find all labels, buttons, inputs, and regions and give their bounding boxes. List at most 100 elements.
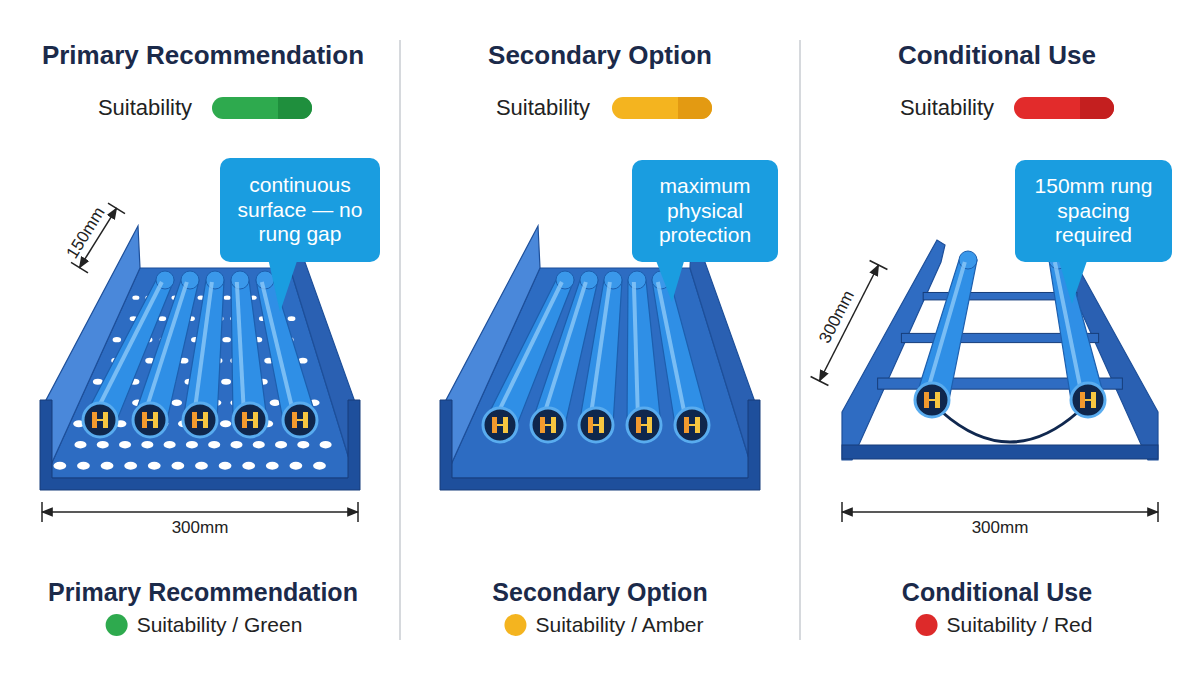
conductor	[92, 412, 97, 428]
perforation	[124, 462, 137, 470]
tray-profile	[440, 400, 760, 490]
cable-end	[627, 408, 661, 442]
legend-entry: Suitability / Green	[106, 613, 303, 637]
suitability-label: Suitability	[496, 95, 590, 121]
perforation	[219, 462, 232, 470]
conductor	[292, 412, 297, 428]
perforation	[288, 316, 296, 321]
conductor	[695, 417, 700, 433]
callout-bubble: maximum physical protection	[632, 160, 778, 262]
conductor	[303, 412, 308, 428]
dimension-label: 300mm	[972, 518, 1029, 538]
conductor	[103, 412, 108, 428]
perforation	[297, 441, 309, 448]
perforation	[171, 462, 184, 470]
cable-end	[675, 408, 709, 442]
perforation	[164, 441, 176, 448]
conductor-link	[1085, 399, 1091, 401]
conductor-link	[497, 424, 503, 426]
suitability-bar-shade	[278, 97, 312, 119]
conductor-link	[297, 419, 303, 421]
dimension-line	[811, 260, 888, 385]
conductor-link	[593, 424, 599, 426]
perforation	[97, 441, 109, 448]
perforation	[171, 399, 182, 406]
callout-text: 150mm rung spacing required	[1023, 174, 1164, 248]
footer-heading: Conditional Use	[902, 578, 1092, 607]
cable-body	[915, 260, 977, 400]
cable-end	[1071, 383, 1105, 417]
perforation	[230, 441, 242, 448]
dimension-label: 300mm	[815, 287, 859, 347]
perforation	[220, 420, 231, 427]
suitability-bar	[612, 97, 712, 119]
perforated-tray	[40, 226, 360, 490]
dimension-tick	[41, 502, 43, 522]
perforation	[320, 441, 332, 448]
ladder-tray	[842, 240, 1158, 460]
conductor-link	[929, 399, 935, 401]
perforation	[141, 441, 153, 448]
perforation	[119, 441, 131, 448]
cable-end	[579, 408, 613, 442]
conductor	[924, 392, 929, 408]
conductor-link	[689, 424, 695, 426]
cable-highlight	[634, 282, 638, 421]
cable-end	[83, 403, 117, 437]
cable-back-end	[231, 271, 249, 289]
cable-end	[915, 383, 949, 417]
dimension-arrow	[842, 511, 1158, 513]
dimension-tick	[1157, 502, 1159, 522]
conductor	[153, 412, 158, 428]
dimension-tick	[71, 262, 88, 273]
dimension-tick	[108, 203, 125, 214]
conductor-link	[97, 419, 103, 421]
cable-end	[283, 403, 317, 437]
conductor	[588, 417, 593, 433]
legend-text: Suitability / Green	[137, 613, 303, 637]
suitability-bar-shade	[1080, 97, 1092, 119]
cable-highlight	[144, 282, 187, 416]
conductor	[492, 417, 497, 433]
suitability-bar-shade	[1080, 97, 1114, 119]
conductor	[935, 392, 940, 408]
conductor-link	[147, 419, 153, 421]
cable-back-end	[628, 271, 646, 289]
suitability-bar-shade	[678, 97, 690, 119]
cable-highlight	[658, 282, 686, 421]
cable-end	[483, 408, 517, 442]
conductor	[503, 417, 508, 433]
perforation	[74, 441, 86, 448]
solid-tray	[440, 226, 760, 490]
footer-heading: Primary Recommendation	[48, 578, 358, 607]
conductor-link	[197, 419, 203, 421]
cable-highlight	[926, 262, 965, 396]
suitability-label: Suitability	[98, 95, 192, 121]
conductor-link	[545, 424, 551, 426]
legend-entry: Suitability / Red	[916, 613, 1093, 637]
column-heading: Primary Recommendation	[42, 40, 364, 71]
perforation	[313, 462, 326, 470]
perforation	[266, 462, 279, 470]
conductor	[684, 417, 689, 433]
cable-back-end	[604, 271, 622, 289]
perforation	[186, 441, 198, 448]
conductor	[142, 412, 147, 428]
cable-highlight	[590, 282, 610, 421]
column-divider	[799, 40, 801, 640]
perforation	[113, 337, 121, 342]
dimension-tick	[841, 502, 843, 522]
cable-body	[579, 280, 622, 425]
conductor	[1080, 392, 1085, 408]
legend-swatch	[106, 614, 128, 636]
dimension-arrow	[42, 511, 358, 513]
perforation	[224, 296, 231, 300]
perforation	[101, 462, 114, 470]
perforation	[221, 379, 231, 385]
column-divider	[399, 40, 401, 640]
perforation	[195, 462, 208, 470]
legend-swatch	[504, 614, 526, 636]
perforation	[208, 441, 220, 448]
